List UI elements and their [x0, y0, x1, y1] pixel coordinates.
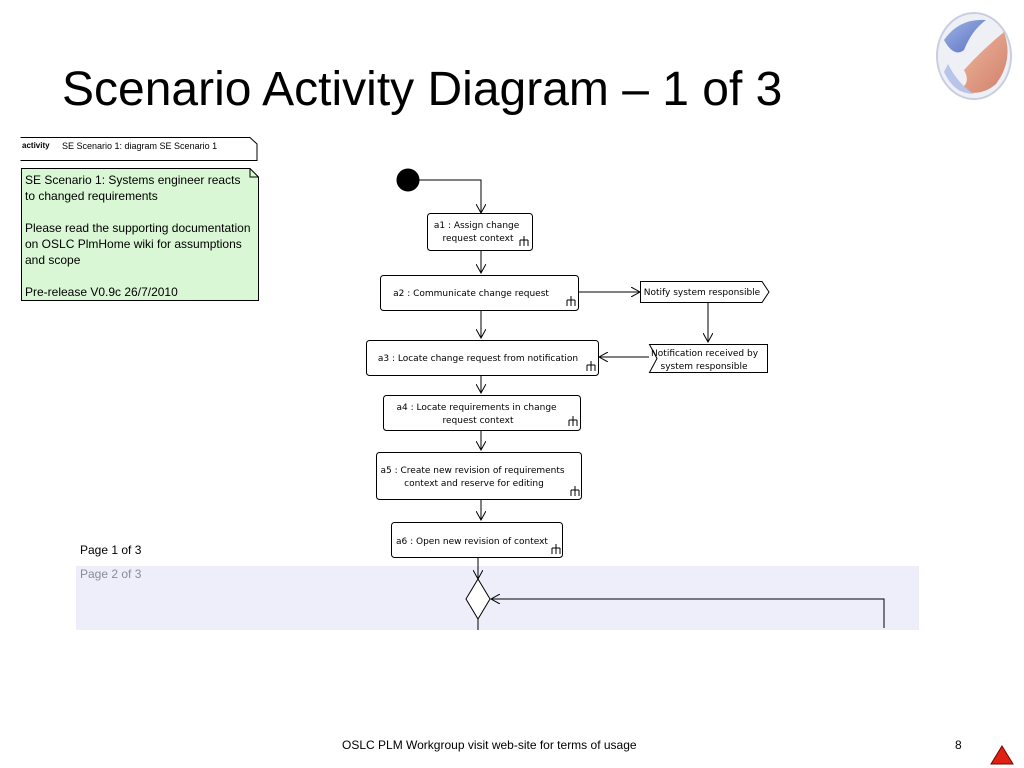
action-a3 — [366, 340, 599, 376]
action-a4-line1: a4 : Locate requirements in change — [397, 403, 557, 413]
page-1-label: Page 1 of 3 — [80, 543, 142, 557]
triangle-up-icon[interactable] — [990, 745, 1014, 765]
action-a5-line1: a5 : Create new revision of requirements — [381, 466, 565, 476]
action-a1-line1: a1 : Assign change — [434, 221, 520, 231]
receive-signal-line2: system responsible — [661, 362, 748, 372]
svg-text:a5 : Create new revision of re: a5 : Create new revision of requirements… — [381, 466, 568, 489]
page-number: 8 — [955, 738, 962, 752]
slide-title: Scenario Activity Diagram – 1 of 3 — [62, 63, 783, 116]
send-signal — [640, 281, 770, 303]
rake-icon-a5 — [570, 486, 580, 496]
action-a4-line2: request context — [443, 416, 514, 426]
svg-text:a1 : Assign change request: a1 : Assign change request context — [434, 221, 522, 244]
rake-icon-a1 — [519, 236, 529, 246]
svg-text:Notify system responsible: Notify system responsible — [644, 288, 761, 298]
oslc-logo-icon — [936, 12, 1012, 100]
scenario-note: SE Scenario 1: Systems engineer reacts t… — [21, 168, 259, 301]
svg-text:a6 : Open new revision of cont: a6 : Open new revision of context — [396, 537, 548, 547]
activity-keyword: activity — [22, 141, 50, 150]
footer-text: OSLC PLM Workgroup visit web-site for te… — [342, 738, 637, 752]
svg-text:a4 : Locate requirements in ch: a4 : Locate requirements in change reque… — [397, 403, 560, 426]
rake-icon-a3 — [586, 361, 596, 371]
edge-loop-back — [491, 599, 885, 628]
page-2-label: Page 2 of 3 — [80, 567, 142, 581]
decision-node — [465, 578, 491, 620]
action-a1-line2: request context — [443, 234, 514, 244]
svg-text:a3 : Locate change request fro: a3 : Locate change request from notifica… — [378, 354, 578, 364]
action-a4 — [383, 395, 581, 431]
rake-icon-a6 — [551, 544, 561, 554]
receive-signal-line1: Notification received by — [651, 349, 759, 359]
action-a3-label: a3 : Locate change request from notifica… — [378, 354, 578, 364]
receive-signal — [648, 344, 768, 373]
note-documentation: Please read the supporting documentation… — [25, 221, 251, 267]
activity-frame-name: SE Scenario 1: diagram SE Scenario 1 — [62, 141, 218, 151]
action-a5 — [376, 452, 582, 500]
note-release: Pre-release V0.9c 26/7/2010 — [25, 285, 178, 299]
rake-icon-a4 — [568, 416, 578, 426]
rake-icon-a2 — [566, 296, 576, 306]
send-signal-label: Notify system responsible — [644, 288, 761, 298]
action-a2 — [380, 275, 579, 311]
action-a1 — [427, 213, 533, 251]
initial-node — [396, 168, 420, 192]
activity-frame-tab: activity SE Scenario 1: diagram SE Scena… — [20, 137, 258, 161]
svg-text:a2 : Communicate change reques: a2 : Communicate change request — [393, 289, 549, 299]
action-a5-line2: context and reserve for editing — [404, 479, 544, 489]
edge-initial-a1 — [419, 179, 481, 213]
action-a6 — [391, 522, 563, 558]
note-description: SE Scenario 1: Systems engineer reacts t… — [25, 173, 241, 203]
svg-text:Notification received by s: Notification received by system responsi… — [651, 349, 761, 372]
action-a6-label: a6 : Open new revision of context — [396, 537, 548, 547]
action-a2-label: a2 : Communicate change request — [393, 289, 549, 299]
